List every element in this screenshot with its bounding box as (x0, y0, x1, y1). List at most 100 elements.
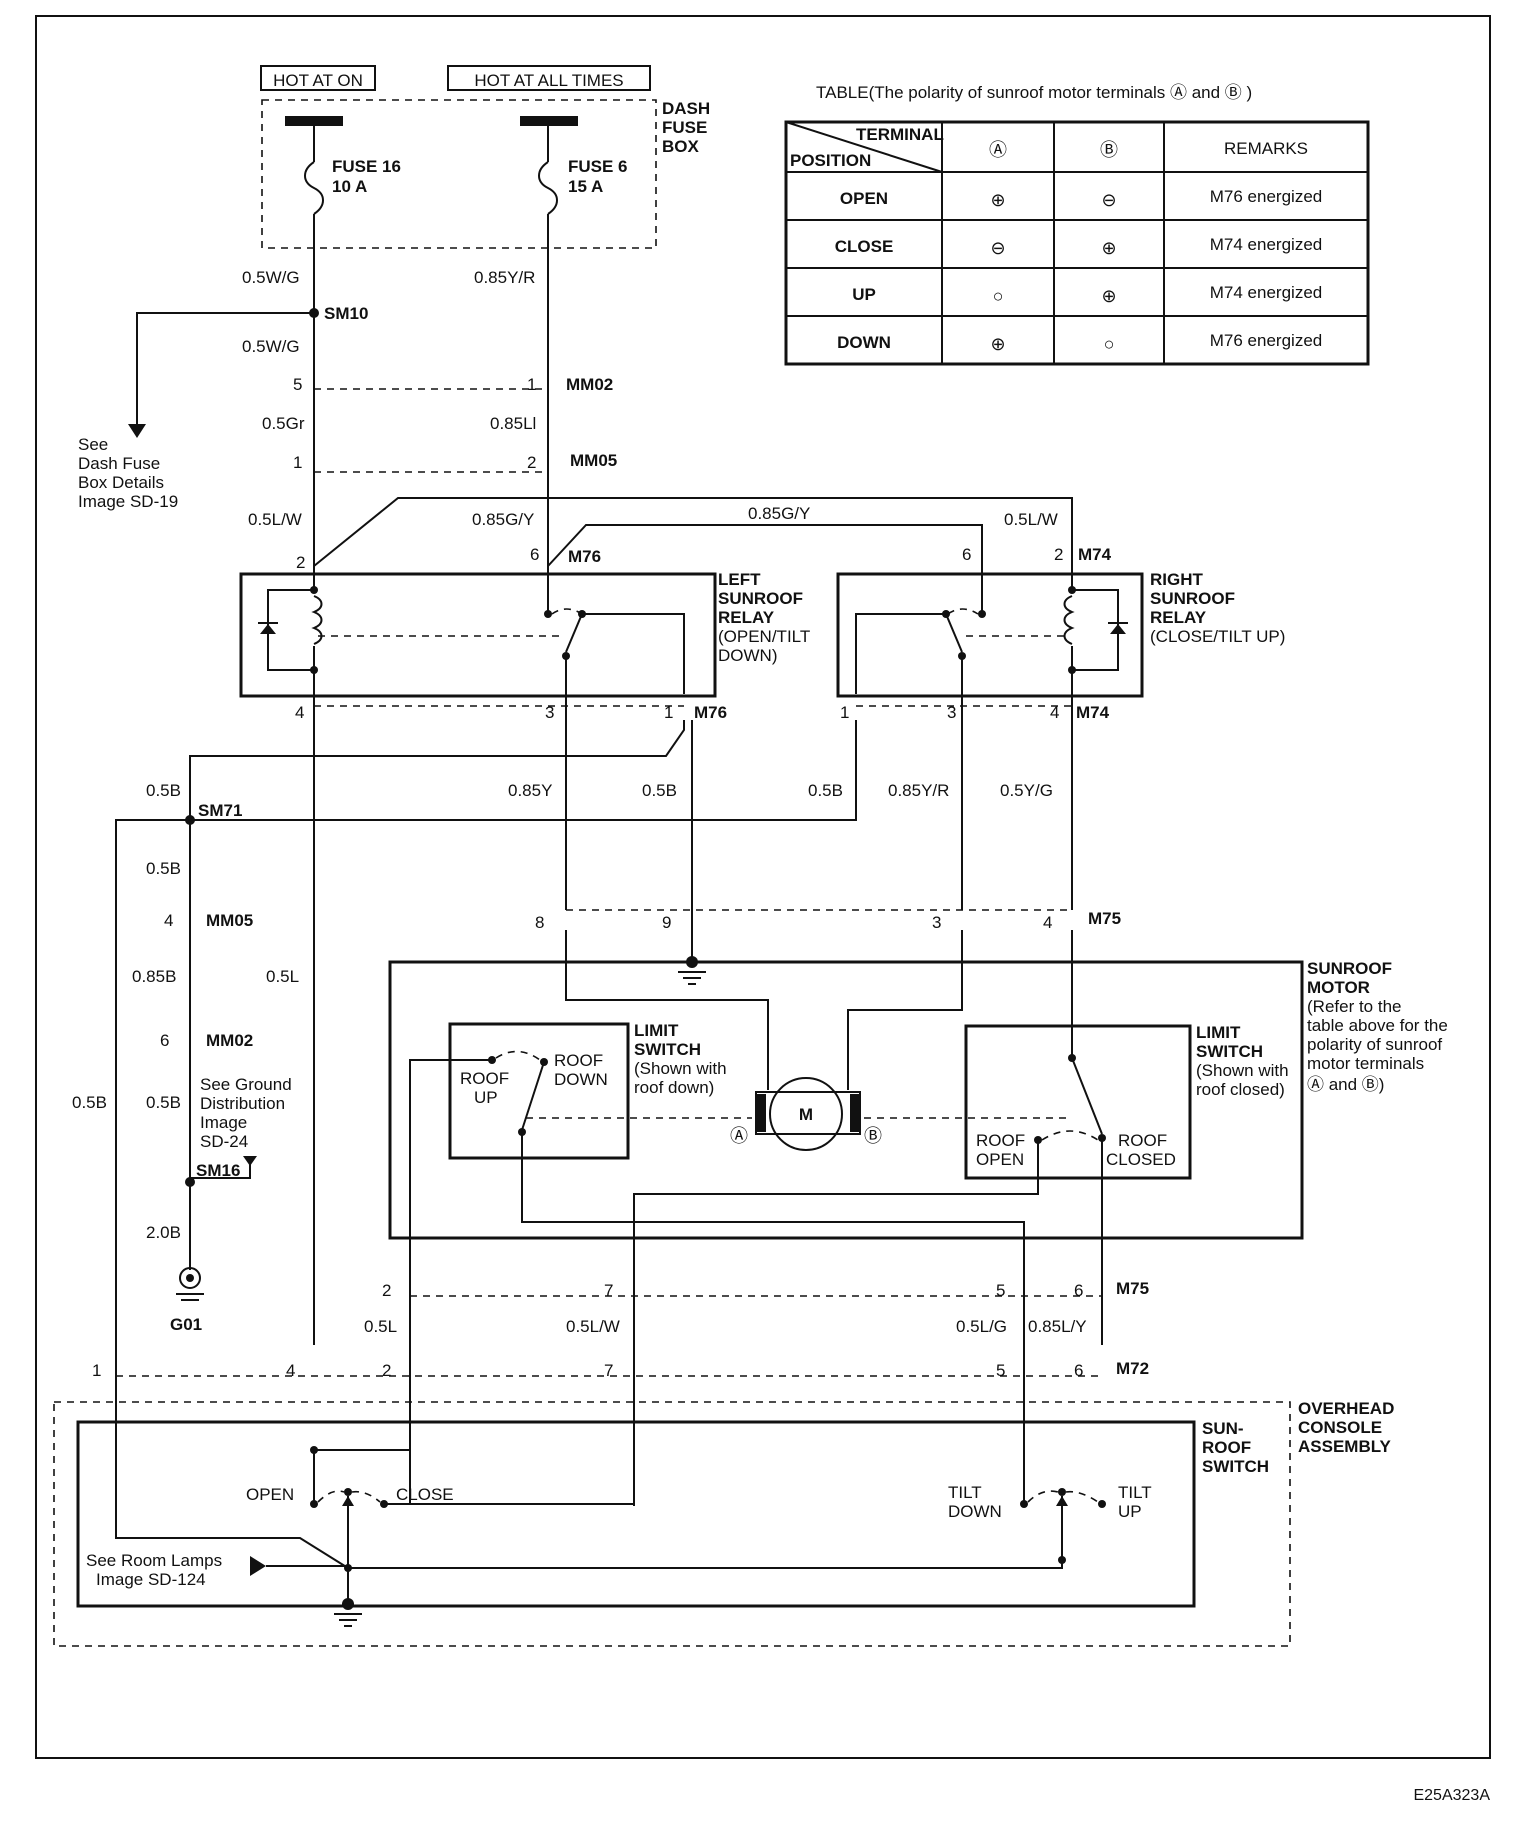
tilt-down-1: TILT (948, 1483, 982, 1502)
open-label: OPEN (246, 1485, 294, 1504)
limit-left-note-2: roof down) (634, 1078, 714, 1097)
motor-note-5: Ⓐ and Ⓑ) (1307, 1075, 1384, 1094)
pin-5-m75: 5 (996, 1281, 1005, 1300)
pin-3-left-relay: 3 (545, 703, 554, 722)
right-relay-coil (966, 566, 1128, 720)
wire-label-085gy-m: 0.85G/Y (748, 504, 810, 523)
mm02-label-a: MM02 (566, 375, 613, 394)
pin-4-left-relay: 4 (295, 703, 304, 722)
limit-right-title-2: SWITCH (1196, 1042, 1263, 1061)
table-row-down-pos: DOWN (837, 333, 891, 352)
wire-to-dash-fuse-details (136, 312, 314, 432)
table-row-up-pos: UP (852, 285, 876, 304)
roof-open-1: ROOF (976, 1131, 1025, 1150)
switch-ground-icon (334, 1568, 362, 1627)
table-header-b: Ⓑ (1100, 140, 1118, 160)
wire-label-05b-2: 0.5B (642, 781, 677, 800)
motor-terminal-a: Ⓐ (730, 1126, 748, 1146)
limit-right-contact (633, 1054, 1106, 1345)
pin-2-right-relay: 2 (1054, 545, 1063, 564)
dash-fuse-box (261, 99, 657, 249)
pin-9: 9 (662, 913, 671, 932)
sunroof-motor-box (388, 960, 1304, 1240)
switch-title-2: ROOF (1202, 1438, 1251, 1457)
right-relay-contact (855, 566, 986, 720)
see-dash-note-2: Dash Fuse (78, 454, 160, 473)
ground-g01-icon (176, 1267, 204, 1301)
pin-2-mm05: 2 (527, 453, 536, 472)
table-row-open-b: ⊖ (1101, 190, 1116, 210)
fuse-16-label: FUSE 16 (332, 157, 401, 176)
see-ground-note-3: Image (200, 1113, 247, 1132)
fuse-16-rating: 10 A (332, 177, 367, 196)
pin-1-mm05: 1 (293, 453, 302, 472)
limit-right-note-2: roof closed) (1196, 1080, 1285, 1099)
dash-fuse-box-label-3: BOX (662, 137, 700, 156)
pin-6-left-relay: 6 (530, 545, 539, 564)
wire-motor-a (565, 930, 769, 1090)
see-dash-note-1: See (78, 435, 108, 454)
limit-left-contact (409, 1050, 1025, 1268)
wire-label-05l-1: 0.5L (266, 967, 299, 986)
table-row-down-remark: M76 energized (1210, 331, 1322, 350)
roof-closed-1: ROOF (1118, 1131, 1167, 1150)
pin-4-mm05: 4 (164, 911, 173, 930)
hot-at-on-tag: HOT AT ON (260, 65, 376, 91)
hot-at-on-label: HOT AT ON (273, 71, 363, 90)
wire-close-contact (388, 1503, 635, 1506)
bus-bar-on (285, 116, 343, 126)
pin-5: 5 (293, 375, 302, 394)
see-dash-note-4: Image SD-19 (78, 492, 178, 511)
hot-at-all-times-tag: HOT AT ALL TIMES (447, 65, 651, 91)
motor-m-label: M (799, 1105, 813, 1124)
table-header-remarks: REMARKS (1224, 139, 1308, 158)
wire-label-05b-4: 0.5B (146, 859, 181, 878)
see-ground-note-1: See Ground (200, 1075, 292, 1094)
fuse-6-symbol (538, 126, 558, 248)
console-label-3: ASSEMBLY (1298, 1437, 1392, 1456)
limit-left-title-1: LIMIT (634, 1021, 679, 1040)
wire-b-to-switch (115, 819, 190, 1345)
roof-open-2: OPEN (976, 1150, 1024, 1169)
m74-label-b: M74 (1076, 703, 1110, 722)
limit-switch-left (448, 1022, 630, 1160)
wire-sm16-branch (190, 1162, 251, 1179)
left-sunroof-relay (239, 572, 717, 698)
right-relay-label-2: SUNROOF (1150, 589, 1235, 608)
roof-up-1: ROOF (460, 1069, 509, 1088)
table-row-up-a: ○ (993, 286, 1004, 306)
limit-left-note-1: (Shown with (634, 1059, 727, 1078)
m76-label-b: M76 (694, 703, 727, 722)
arrow-down-icon (243, 1156, 257, 1166)
table-row-down-b: ○ (1104, 334, 1115, 354)
m72-label: M72 (1116, 1359, 1149, 1378)
pin-1-right-relay: 1 (840, 703, 849, 722)
g01-label: G01 (170, 1315, 202, 1334)
motor-note-3: polarity of sunroof (1307, 1035, 1442, 1054)
pin-1-left-relay: 1 (664, 703, 673, 722)
hot-at-all-times-label: HOT AT ALL TIMES (474, 71, 623, 90)
mm05-label-b: MM05 (206, 911, 253, 930)
overhead-console-assembly (53, 1401, 1291, 1647)
wire-label-05l-2: 0.5L (364, 1317, 397, 1336)
table-row-open-a: ⊕ (990, 190, 1005, 210)
motor-note-2: table above for the (1307, 1016, 1448, 1035)
table-row-close-a: ⊖ (990, 238, 1005, 258)
limit-left-title-2: SWITCH (634, 1040, 701, 1059)
right-relay-label-4: (CLOSE/TILT UP) (1150, 627, 1285, 646)
wire-label-05b-5: 0.5B (72, 1093, 107, 1112)
motor-ground-icon (678, 930, 706, 985)
sunroof-switch (76, 1420, 1196, 1608)
wire-label-05b-1: 0.5B (146, 781, 181, 800)
pin-6-mm02: 6 (160, 1031, 169, 1050)
right-sunroof-relay (836, 572, 1144, 698)
fuse-16-symbol (304, 126, 324, 248)
see-dash-note-3: Box Details (78, 473, 164, 492)
switch-title-1: SUN- (1202, 1419, 1244, 1438)
tilt-up-2: UP (1118, 1502, 1142, 1521)
m75-label-b: M75 (1116, 1279, 1149, 1298)
table-header-a: Ⓐ (989, 140, 1007, 160)
pin-3-m75: 3 (932, 913, 941, 932)
table-row-up-b: ⊕ (1101, 286, 1116, 306)
wire-label-085y: 0.85Y (508, 781, 552, 800)
